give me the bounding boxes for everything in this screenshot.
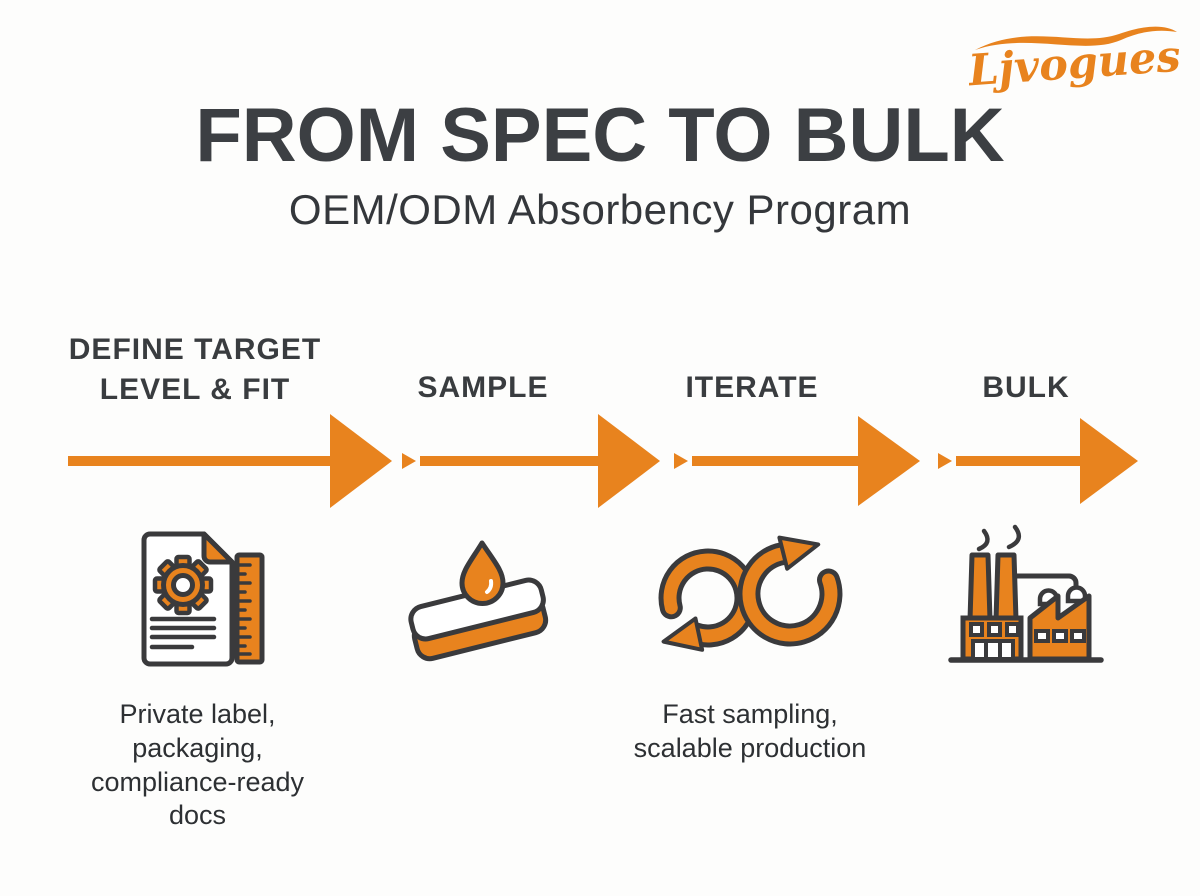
absorbent-pad-droplet-icon xyxy=(408,540,549,662)
factory-icon xyxy=(948,524,1104,663)
caption-define-target: Private label, packaging, compliance-rea… xyxy=(90,699,305,831)
droplet-icon xyxy=(459,540,506,606)
chimney-icon xyxy=(993,552,1019,623)
caption-iterate: Fast sampling, scalable production xyxy=(633,699,867,763)
cycle-ring-left xyxy=(658,548,758,652)
step-label-sample: SAMPLE xyxy=(417,371,549,404)
door-dividers xyxy=(984,641,1002,659)
gear-icon xyxy=(152,554,214,616)
factory-pipe xyxy=(1012,573,1079,597)
iteration-cycle-arrows-icon xyxy=(658,535,843,652)
process-arrow-3 xyxy=(674,416,920,506)
process-arrow-row xyxy=(68,414,1138,508)
step-label-bulk: BULK xyxy=(982,371,1070,404)
process-arrow-2 xyxy=(402,414,660,508)
brand-logo: Ljvogues xyxy=(969,26,1182,94)
ruler-icon xyxy=(234,552,265,665)
process-arrow-1 xyxy=(68,414,392,508)
page-title: FROM SPEC TO BULK xyxy=(195,93,1005,178)
document-text-lines xyxy=(149,616,217,650)
page-subtitle: OEM/ODM Absorbency Program xyxy=(288,186,912,233)
step-label-define-target: DEFINE TARGET LEVEL & FIT xyxy=(68,333,322,406)
process-arrow-4 xyxy=(938,418,1138,504)
spec-document-gear-ruler-icon xyxy=(141,531,265,667)
chimney-icon xyxy=(967,552,993,623)
cycle-ring-right xyxy=(737,535,843,647)
logo-swoosh-flourish xyxy=(975,26,1177,50)
factory-windows xyxy=(969,622,1086,661)
smoke-icon xyxy=(976,524,1022,552)
step-label-iterate: ITERATE xyxy=(685,371,819,404)
